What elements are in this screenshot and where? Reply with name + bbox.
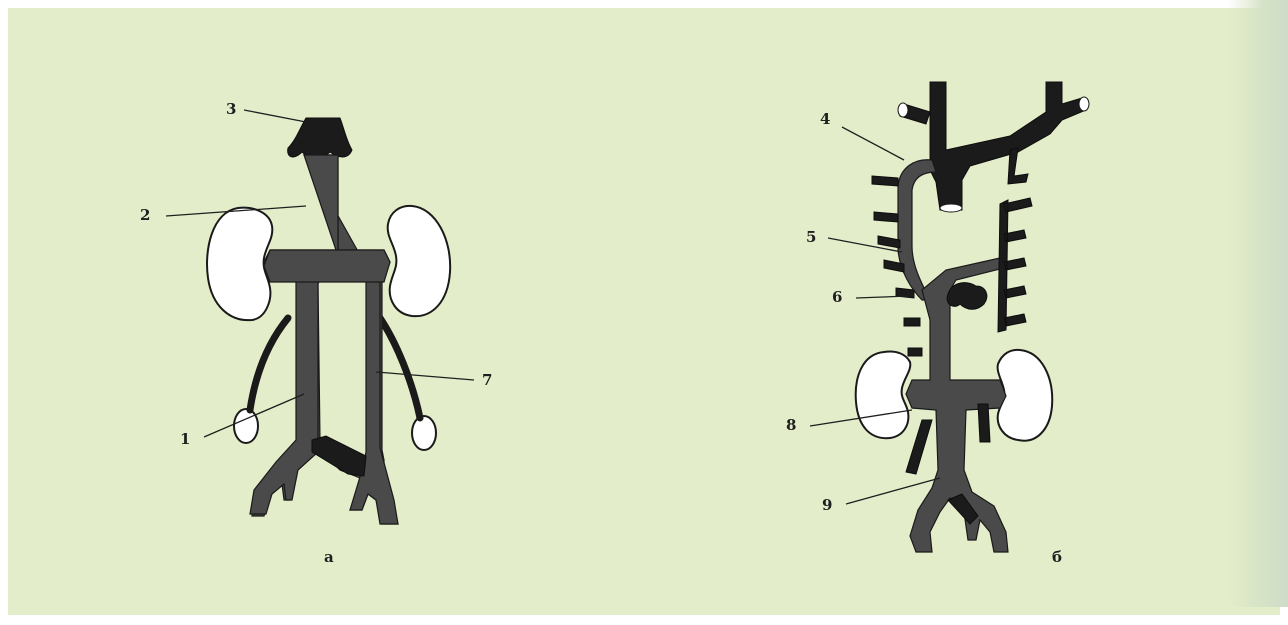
right-column <box>350 280 398 524</box>
left-gonadal-vein <box>250 318 288 410</box>
leader-3 <box>244 110 306 122</box>
upper-right-opening <box>1079 97 1089 111</box>
left-gonad <box>234 409 258 443</box>
label-9: 9 <box>822 496 832 514</box>
right-gonad <box>412 416 436 450</box>
label-1: 1 <box>180 430 190 448</box>
top-cap <box>288 118 352 158</box>
label-4: 4 <box>820 110 830 128</box>
left-kidney <box>207 208 272 320</box>
caption-panel-b: б <box>1052 548 1062 566</box>
label-3: 3 <box>226 100 236 118</box>
b-right-branch <box>978 404 990 442</box>
b-left-kidney <box>856 351 911 438</box>
leader-lines <box>166 110 940 504</box>
b-right-comb <box>998 198 1032 332</box>
curved-vessel <box>898 160 936 300</box>
right-kidney <box>388 206 450 316</box>
upper-hook <box>1008 148 1028 184</box>
leader-7 <box>376 372 474 380</box>
label-2: 2 <box>140 206 150 224</box>
b-left-branch <box>906 420 932 474</box>
label-8: 8 <box>786 416 796 434</box>
upper-left-opening <box>898 103 908 117</box>
label-7: 7 <box>482 371 492 389</box>
leader-4 <box>842 127 904 160</box>
caption-panel-a: а <box>324 548 334 566</box>
renal-crossbar <box>264 250 390 282</box>
crossing-vein <box>312 436 366 476</box>
panel-a-diagram <box>207 118 450 524</box>
b-side-cluster <box>947 283 987 310</box>
label-5: 5 <box>806 228 816 246</box>
label-6: 6 <box>832 288 842 306</box>
lower-opening <box>940 204 962 212</box>
right-gonadal-vein <box>380 318 420 418</box>
upper-dark-trunk <box>930 82 1086 210</box>
